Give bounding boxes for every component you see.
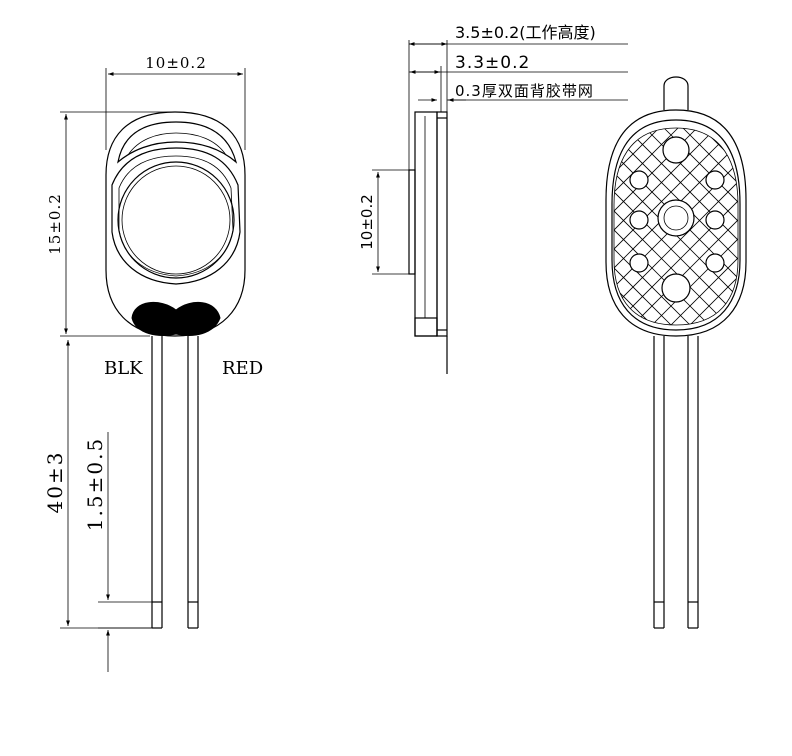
side-tape <box>436 111 448 337</box>
total-height-text: 3.5±0.2(工作高度) <box>455 23 596 42</box>
side-view: 3.5±0.2(工作高度) 3.3±0.2 0.3厚双面背胶带网 10±0.2 <box>358 23 628 374</box>
back-view <box>605 76 747 629</box>
body-height-dimension: 3.3±0.2 <box>409 53 628 112</box>
blk-label: BLK <box>104 358 143 379</box>
speaker-body-outline <box>105 111 246 337</box>
tape-dimension: 0.3厚双面背胶带网 <box>418 82 628 102</box>
red-wire <box>187 336 199 629</box>
strip-length-dimension: 1.5±0.5 <box>83 432 152 672</box>
lead-length-text: 40±3 <box>43 451 67 514</box>
back-wire-right <box>687 336 699 629</box>
width-dim-text: 10±0.2 <box>145 54 207 72</box>
back-mesh-grid <box>614 128 738 325</box>
side-body <box>414 111 438 337</box>
top-vent-crescent <box>117 121 238 164</box>
black-wire <box>151 336 163 629</box>
back-nub <box>663 76 689 110</box>
strip-length-text: 1.5±0.5 <box>83 437 107 531</box>
cone-dim-text: 10±0.2 <box>358 194 376 250</box>
height-dim-text: 15±0.2 <box>46 193 64 255</box>
front-view: 10±0.2 15±0.2 BLK RED 40±3 1.5±0.5 <box>43 54 263 672</box>
back-holes <box>629 136 725 303</box>
back-body-outline <box>605 109 747 337</box>
body-height-text: 3.3±0.2 <box>455 53 530 73</box>
tape-text: 0.3厚双面背胶带网 <box>455 82 594 100</box>
width-dimension: 10±0.2 <box>105 54 246 150</box>
back-wire-left <box>653 336 665 629</box>
red-label: RED <box>222 358 263 379</box>
cone-dimension: 10±0.2 <box>358 169 409 275</box>
diaphragm-outer-ring <box>111 147 241 285</box>
back-mesh-border <box>611 119 741 331</box>
diaphragm-inner-circle <box>117 161 235 279</box>
height-dimension: 15±0.2 <box>46 111 175 337</box>
wire-exit-glue <box>131 301 221 336</box>
side-cone <box>408 169 416 275</box>
total-height-dimension: 3.5±0.2(工作高度) <box>408 23 628 170</box>
